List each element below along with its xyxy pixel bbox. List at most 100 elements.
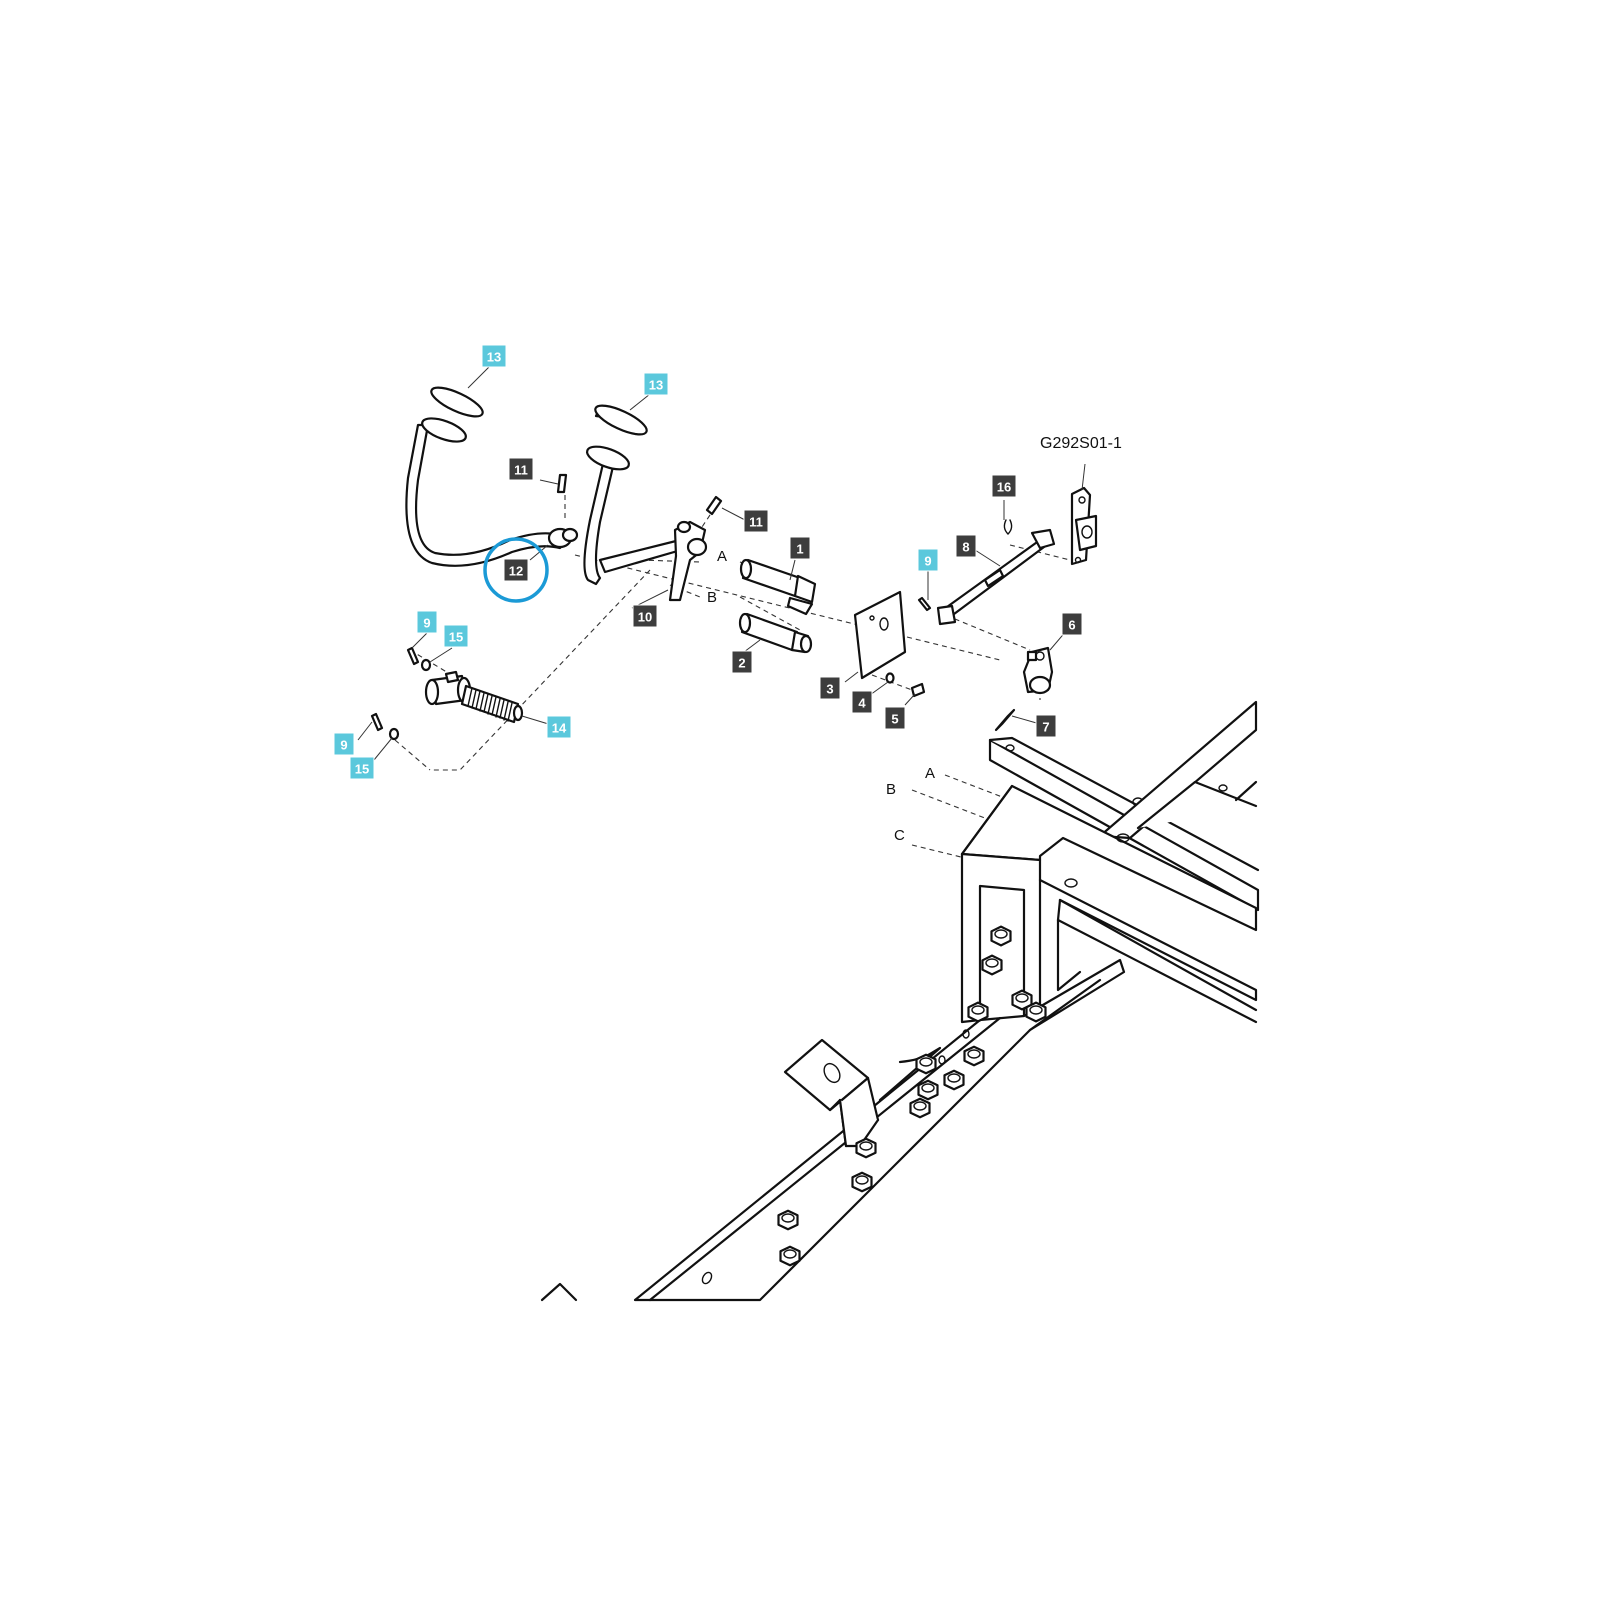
callout-box xyxy=(333,732,355,756)
callout-box xyxy=(443,624,469,648)
callout-box xyxy=(884,706,906,730)
washer-4 xyxy=(885,672,895,684)
callout-number: 13 xyxy=(649,378,663,393)
hex-nut xyxy=(851,1171,873,1193)
callout-number: 2 xyxy=(738,656,745,671)
callout-9-left-lower[interactable]: 9 xyxy=(333,732,355,756)
callout-number: 14 xyxy=(552,721,567,736)
tractor-frame xyxy=(540,700,1260,1302)
callout-box xyxy=(1061,612,1083,636)
callout-2[interactable]: 2 xyxy=(731,650,753,674)
callout-14[interactable]: 14 xyxy=(546,715,572,739)
hex-nut xyxy=(967,1001,989,1023)
cross-shaft-1 xyxy=(739,558,817,616)
hex-nut xyxy=(943,1069,965,1091)
callout-box xyxy=(546,715,572,739)
connection-label-b-top: B xyxy=(707,589,717,606)
callout-number: 10 xyxy=(638,610,652,625)
callout-number: 11 xyxy=(514,463,528,478)
callout-8[interactable]: 8 xyxy=(955,534,977,558)
callout-number: 5 xyxy=(891,712,898,727)
hex-nut xyxy=(915,1053,937,1075)
roll-pin-right xyxy=(705,495,723,516)
callout-box xyxy=(349,756,375,780)
callout-11-right[interactable]: 11 xyxy=(743,509,769,533)
callout-number: 6 xyxy=(1068,618,1075,633)
callout-13-left[interactable]: 13 xyxy=(481,344,507,368)
callout-box xyxy=(731,650,753,674)
callout-box xyxy=(643,372,669,396)
callout-box xyxy=(416,610,438,634)
split-pin-9-left-lower xyxy=(370,712,384,732)
callout-13-right[interactable]: 13 xyxy=(643,372,669,396)
callout-box xyxy=(917,548,939,572)
callout-number: 9 xyxy=(423,616,430,631)
callout-box xyxy=(503,558,529,582)
split-pin-9-left-upper xyxy=(406,646,420,666)
connection-label-b-frame: B xyxy=(886,781,896,798)
callout-box xyxy=(481,344,507,368)
hex-nut xyxy=(963,1045,985,1067)
callout-box xyxy=(743,509,769,533)
callout-number: 11 xyxy=(749,515,763,530)
callout-7[interactable]: 7 xyxy=(1035,714,1057,738)
callout-1[interactable]: 1 xyxy=(789,536,811,560)
callout-number: 15 xyxy=(449,630,463,645)
callout-box xyxy=(789,536,811,560)
callout-number: 16 xyxy=(997,480,1011,495)
callout-number: 15 xyxy=(355,762,369,777)
callout-11-upper[interactable]: 11 xyxy=(508,457,534,481)
callout-4[interactable]: 4 xyxy=(851,690,873,714)
callout-6[interactable]: 6 xyxy=(1061,612,1083,636)
callout-box xyxy=(991,474,1017,498)
adjuster-rod-8 xyxy=(936,528,1056,626)
washer-15-left-upper xyxy=(420,658,432,672)
callout-number: 13 xyxy=(487,350,501,365)
callout-number: 7 xyxy=(1042,720,1049,735)
hex-nut xyxy=(909,1097,931,1119)
pin-7 xyxy=(994,708,1016,732)
callout-15-left-lower[interactable]: 15 xyxy=(349,756,375,780)
callout-5[interactable]: 5 xyxy=(884,706,906,730)
pedal-bracket xyxy=(1070,486,1098,566)
connection-label-a-top: A xyxy=(717,548,727,565)
callout-9-upper[interactable]: 9 xyxy=(917,548,939,572)
callout-9-left-upper[interactable]: 9 xyxy=(416,610,438,634)
drawing-code: G292S01-1 xyxy=(1040,435,1122,452)
bolt-5 xyxy=(910,682,926,698)
callout-12[interactable]: 12 xyxy=(503,558,529,582)
callout-number: 4 xyxy=(858,696,866,711)
highlight-ring xyxy=(483,537,549,603)
callout-box xyxy=(819,676,841,700)
washer-15-left-lower xyxy=(388,727,400,741)
callout-number: 3 xyxy=(826,682,833,697)
hex-nut xyxy=(981,954,1003,976)
cross-shaft-2 xyxy=(738,612,813,654)
callout-number: 9 xyxy=(340,738,347,753)
callout-10[interactable]: 10 xyxy=(632,604,658,628)
callout-15-left-upper[interactable]: 15 xyxy=(443,624,469,648)
callout-number: 1 xyxy=(796,542,803,557)
hex-nut xyxy=(917,1079,939,1101)
pedal-pad-left xyxy=(430,386,484,418)
hex-nut xyxy=(990,925,1012,947)
callout-box xyxy=(508,457,534,481)
brake-pedal-assembly xyxy=(405,417,708,602)
callout-box xyxy=(1035,714,1057,738)
hex-nut xyxy=(855,1137,877,1159)
callout-number: 8 xyxy=(962,540,969,555)
callout-box xyxy=(851,690,873,714)
callout-3[interactable]: 3 xyxy=(819,676,841,700)
split-pin-9-upper xyxy=(917,596,932,612)
lever-6 xyxy=(1022,646,1054,695)
mounting-plate-3 xyxy=(853,590,907,680)
cotter-pin-16 xyxy=(1003,519,1013,535)
hex-nut xyxy=(1011,989,1033,1011)
return-spring-14 xyxy=(424,670,524,724)
pedal-pad-right xyxy=(594,404,648,436)
hex-nut xyxy=(1025,1001,1047,1023)
callout-box xyxy=(632,604,658,628)
callout-16[interactable]: 16 xyxy=(991,474,1017,498)
connection-label-a-frame: A xyxy=(925,765,935,782)
